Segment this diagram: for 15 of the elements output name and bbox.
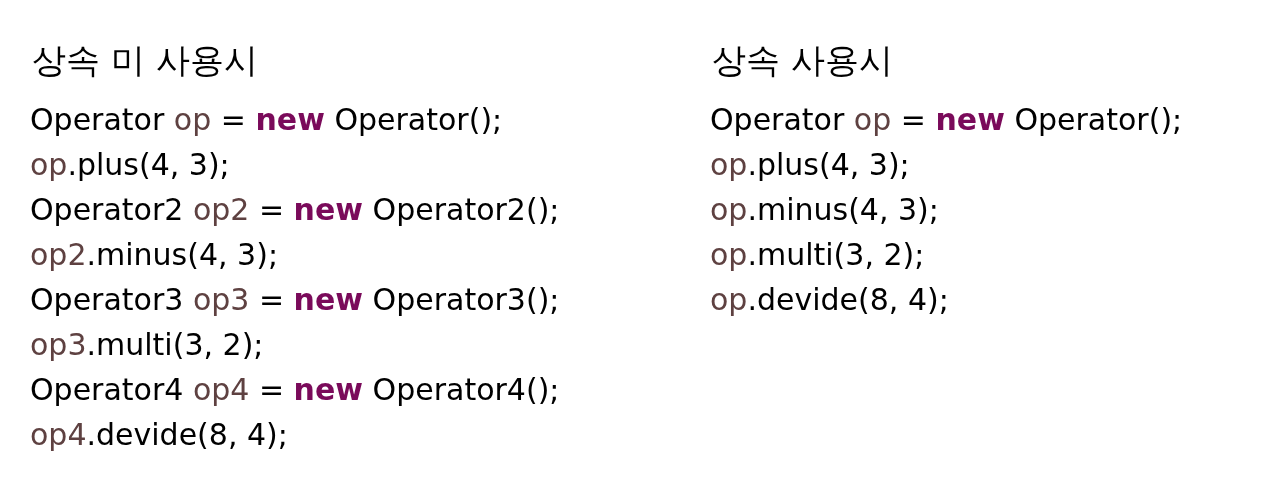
code-line: op.multi(3, 2); [710,237,925,272]
code-line: Operator2 op2 = new Operator2(); [30,192,560,227]
code-line: Operator op = new Operator(); [30,102,503,137]
heading: 상속 미 사용시 [32,39,258,82]
code-line: Operator4 op4 = new Operator4(); [30,372,560,407]
code-line: op.devide(8, 4); [710,282,949,317]
code-line: op.plus(4, 3); [710,147,910,182]
code-line: Operator3 op3 = new Operator3(); [30,282,560,317]
heading: 상속 사용시 [712,39,893,82]
code-line: op2.minus(4, 3); [30,237,278,272]
code-line: op.plus(4, 3); [30,147,230,182]
code-line: op4.devide(8, 4); [30,417,288,452]
code-line: op.minus(4, 3); [710,192,939,227]
code-line: op3.multi(3, 2); [30,327,264,362]
code-line: Operator op = new Operator(); [710,102,1183,137]
